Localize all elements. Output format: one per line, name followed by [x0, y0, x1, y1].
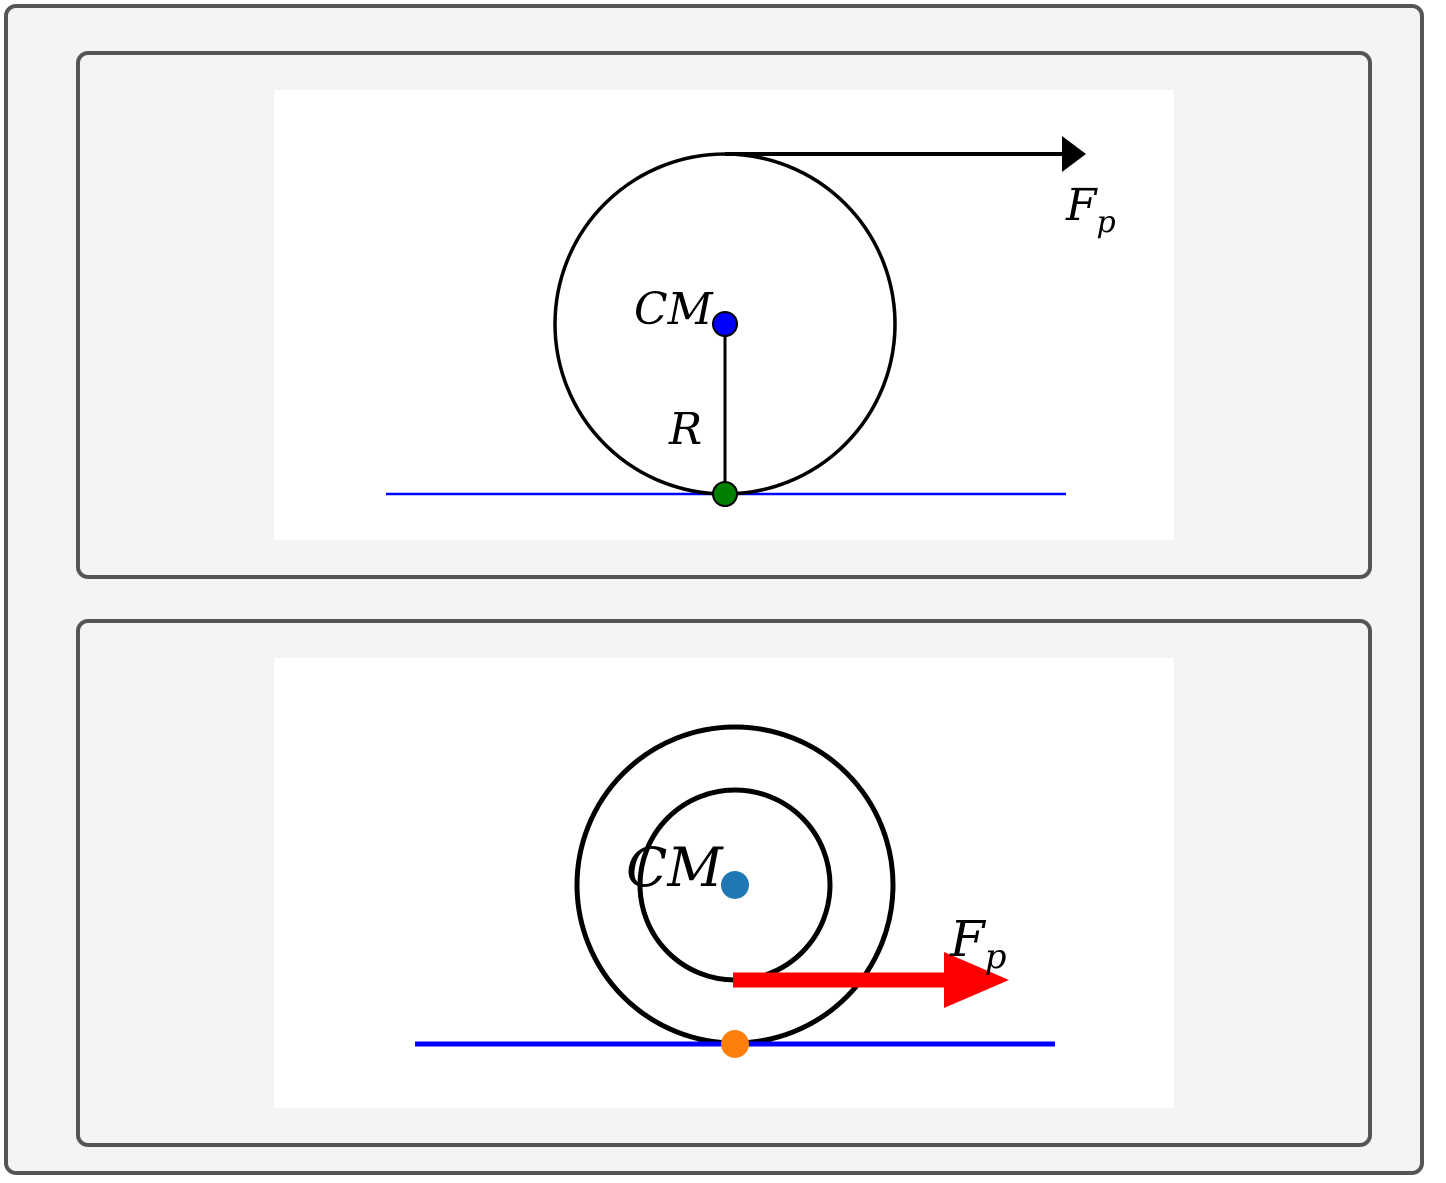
force-arrow-head [944, 952, 1009, 1008]
force-subscript: p [1097, 205, 1116, 240]
center-of-mass-label: CM [634, 284, 714, 335]
radius-label: R [668, 404, 702, 455]
force-label: Fp [1065, 180, 1116, 240]
center-of-mass-label: CM [626, 836, 724, 899]
diagram-panel-bottom: CM Fp [76, 619, 1372, 1147]
contact-point [712, 481, 738, 507]
diagram-canvas-bottom: CM Fp [274, 658, 1174, 1108]
wheel-diagram-bottom: CM Fp [415, 724, 1055, 1058]
force-subscript: p [985, 937, 1007, 977]
diagram-panel-top: Fp CM R [76, 51, 1372, 579]
center-of-mass-point [721, 871, 749, 899]
force-label: Fp [949, 910, 1006, 977]
center-of-mass-point [712, 311, 738, 337]
force-arrow-head [1062, 136, 1086, 172]
contact-point [721, 1030, 749, 1058]
diagram-canvas-top: Fp CM R [274, 90, 1174, 540]
figure-frame: Fp CM R CM Fp [4, 4, 1424, 1175]
wheel-diagram-top: Fp CM R [386, 136, 1116, 507]
